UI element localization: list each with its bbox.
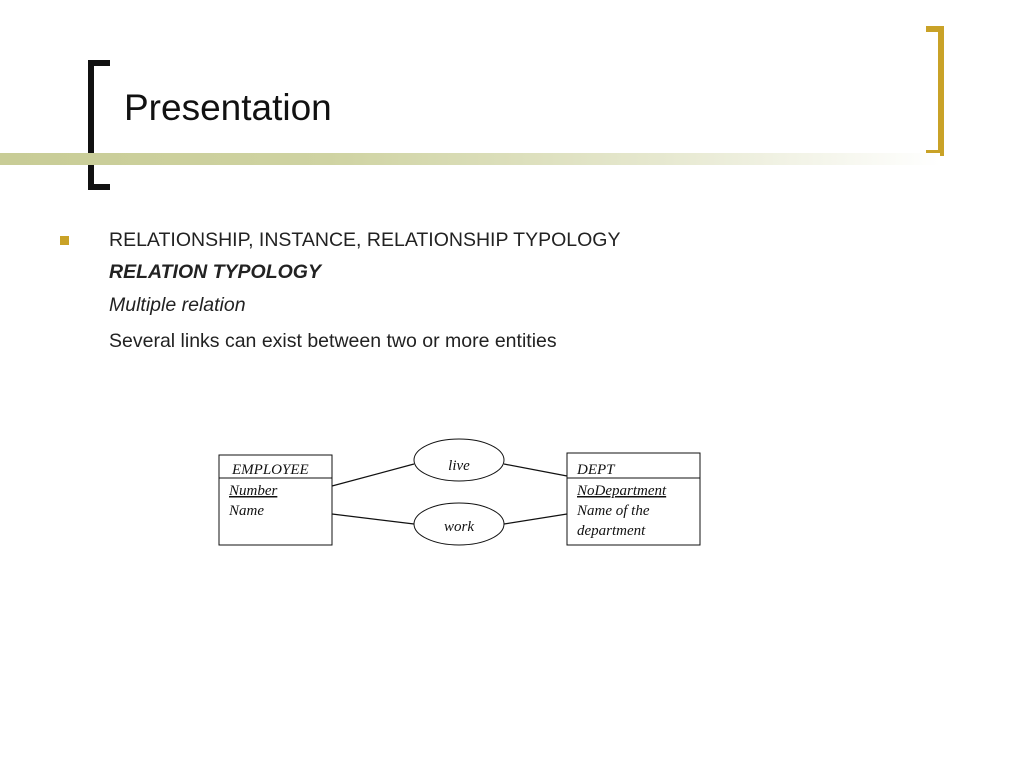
connector-live-dept <box>503 463 568 477</box>
relationship-name: live <box>448 458 470 474</box>
entity-attribute: Name of the <box>576 503 650 519</box>
entity-key-attribute: Number <box>228 483 277 499</box>
entity-box <box>566 452 701 546</box>
entity-name: EMPLOYEE <box>231 462 309 478</box>
relationship-ellipse <box>413 438 505 482</box>
left-bracket-decoration <box>88 60 110 190</box>
subheading: RELATION TYPOLOGY <box>109 261 321 283</box>
relationship-name: work <box>444 519 474 535</box>
entity-name: DEPT <box>576 462 616 478</box>
relationship-live: live <box>413 438 505 482</box>
bullet-text: RELATIONSHIP, INSTANCE, RELATIONSHIP TYP… <box>109 229 621 251</box>
entity-employee: EMPLOYEE Number Name <box>218 454 333 546</box>
connector-employee-live <box>331 463 415 487</box>
relationship-ellipse <box>413 502 505 546</box>
connector-work-dept <box>503 513 568 525</box>
entity-box <box>218 454 333 546</box>
page-title: Presentation <box>124 87 332 128</box>
relationship-work: work <box>413 502 505 546</box>
title-underline-bar <box>0 153 940 165</box>
subtitle: Multiple relation <box>109 294 246 316</box>
bullet-square-icon <box>60 236 69 245</box>
connector-employee-work <box>331 513 415 525</box>
description: Several links can exist between two or m… <box>109 330 557 352</box>
entity-dept: DEPT NoDepartment Name of the department <box>566 452 701 546</box>
entity-key-attribute: NoDepartment <box>576 483 667 499</box>
entity-attribute: department <box>577 523 646 539</box>
entity-attribute: Name <box>228 503 264 519</box>
